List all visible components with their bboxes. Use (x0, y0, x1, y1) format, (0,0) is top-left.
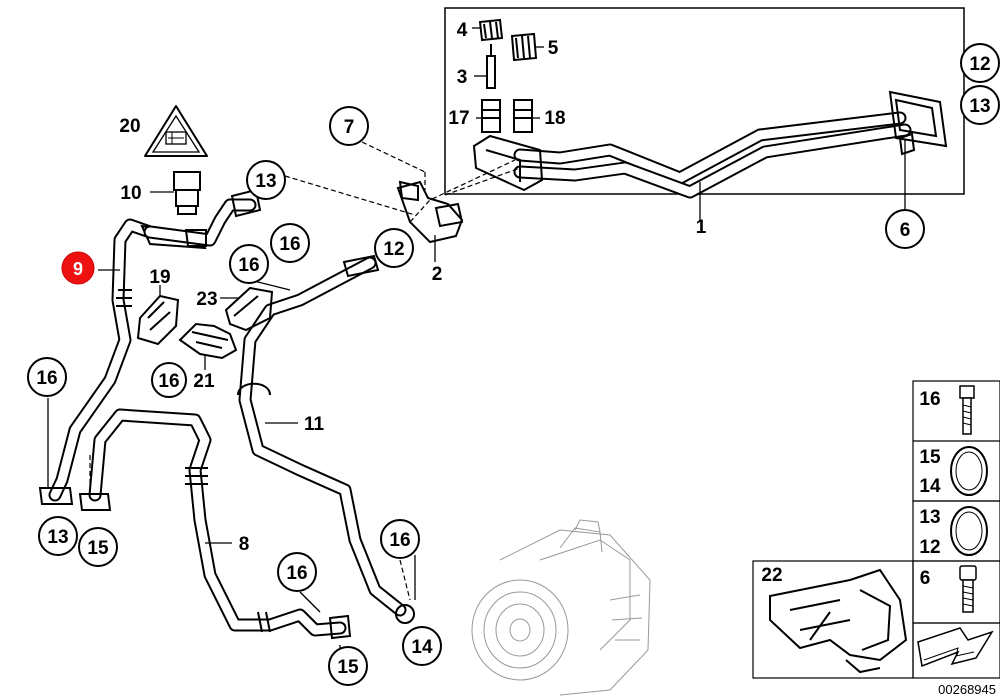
diagram-code: 00268945 (938, 682, 996, 697)
svg-text:16: 16 (389, 530, 410, 551)
svg-text:16: 16 (36, 368, 57, 389)
label-17: 17 (448, 108, 469, 129)
svg-text:16: 16 (158, 371, 179, 392)
label-19: 19 (149, 267, 170, 288)
svg-text:16: 16 (238, 255, 259, 276)
bolt-16-icon (959, 385, 975, 435)
callout-15-left[interactable]: 15 (78, 527, 118, 567)
pressure-switch-10[interactable] (173, 171, 201, 215)
label-2: 2 (432, 264, 443, 285)
legend-label-6: 6 (920, 568, 931, 589)
callout-16-a[interactable]: 16 (270, 223, 310, 263)
callout-9-highlight[interactable]: 9 (61, 251, 95, 285)
label-1: 1 (696, 217, 707, 238)
callout-6[interactable]: 6 (885, 209, 925, 249)
compressor-sketch (471, 519, 651, 696)
svg-text:15: 15 (337, 657, 359, 678)
label-10: 10 (120, 183, 141, 204)
label-23: 23 (196, 289, 217, 310)
legend-label-14: 14 (919, 476, 941, 497)
label-4: 4 (457, 20, 468, 41)
callout-16-b[interactable]: 16 (229, 244, 269, 284)
label-21: 21 (193, 371, 215, 392)
callout-15-bottom[interactable]: 15 (328, 646, 368, 686)
callout-16-left[interactable]: 16 (27, 357, 67, 397)
svg-text:13: 13 (969, 96, 990, 117)
label-20: 20 (119, 116, 140, 137)
callout-14[interactable]: 14 (402, 626, 442, 666)
pipe-upper-left[interactable] (143, 188, 262, 247)
label-8: 8 (239, 534, 250, 555)
legend-box-kit-22 (752, 560, 914, 679)
pipe-assembly-1[interactable] (472, 90, 948, 199)
svg-text:16: 16 (286, 563, 307, 584)
callout-16-d[interactable]: 16 (380, 519, 420, 559)
o-ring-14-15-icon (950, 446, 988, 496)
legend-label-13: 13 (919, 507, 940, 528)
svg-text:6: 6 (900, 220, 911, 241)
clip-19[interactable] (136, 294, 180, 346)
legend-label-12: 12 (919, 537, 940, 558)
hose-11[interactable] (237, 254, 415, 624)
valve-17[interactable] (481, 99, 501, 133)
bracket-21[interactable] (178, 322, 238, 360)
o-ring-12-13-icon (950, 506, 988, 556)
svg-text:14: 14 (411, 637, 433, 658)
callout-12-right[interactable]: 12 (960, 43, 1000, 83)
callout-12-mid[interactable]: 12 (374, 228, 414, 268)
callout-7[interactable]: 7 (329, 106, 369, 146)
arrow-icon (917, 627, 994, 668)
svg-text:7: 7 (344, 117, 355, 138)
callout-16-e[interactable]: 16 (277, 552, 317, 592)
valve-18[interactable] (513, 99, 533, 133)
svg-text:16: 16 (279, 234, 300, 255)
svg-text:12: 12 (383, 239, 404, 260)
repair-kit-22-sketch (769, 568, 908, 674)
legend-label-22: 22 (761, 565, 782, 586)
label-5: 5 (548, 38, 559, 59)
svg-text:13: 13 (47, 527, 68, 548)
warning-label-20[interactable] (144, 105, 208, 157)
bolt-6-icon (959, 565, 977, 613)
callout-13-right[interactable]: 13 (960, 85, 1000, 125)
label-3: 3 (457, 67, 468, 88)
svg-text:15: 15 (87, 538, 109, 559)
label-18: 18 (544, 108, 565, 129)
cap-4[interactable] (478, 18, 504, 42)
label-11: 11 (304, 414, 325, 435)
legend-label-15: 15 (919, 447, 941, 468)
callout-16-c[interactable]: 16 (151, 362, 187, 398)
valve-core-3[interactable] (486, 44, 496, 89)
svg-text:13: 13 (255, 171, 276, 192)
hose-8[interactable] (78, 408, 352, 640)
legend-label-16: 16 (919, 389, 940, 410)
bracket-2[interactable] (396, 180, 464, 244)
cap-5[interactable] (510, 32, 538, 62)
callout-13-top[interactable]: 13 (246, 160, 286, 200)
clip-23[interactable] (224, 286, 274, 332)
callout-13-bottom[interactable]: 13 (38, 516, 78, 556)
svg-text:12: 12 (969, 54, 990, 75)
svg-text:9: 9 (73, 259, 83, 279)
